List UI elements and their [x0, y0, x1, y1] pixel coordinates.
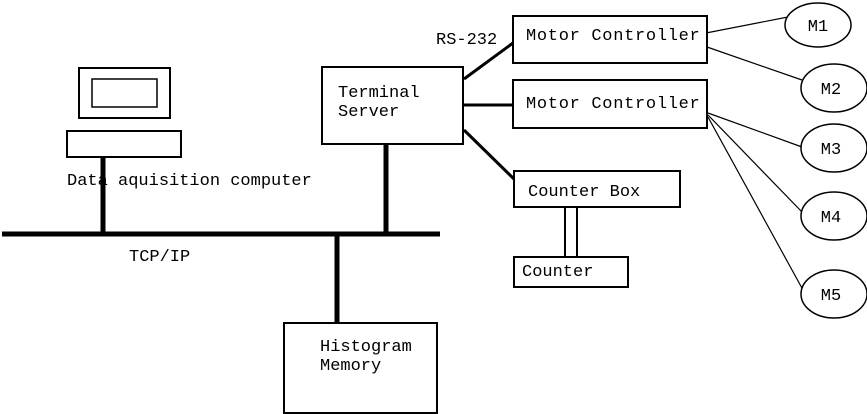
terminal-server-label-line1: Terminal — [338, 84, 420, 103]
motor-m5-label: M5 — [821, 287, 841, 306]
link-motor-controller-1-m2 — [706, 46, 803, 81]
counter-label: Counter — [522, 263, 593, 282]
link-motor-controller-2-m3 — [707, 112, 803, 148]
terminal-server-box — [321, 66, 464, 145]
link-terminal-server-counter-box — [462, 128, 518, 183]
link-motor-controller-2-m5 — [707, 116, 804, 291]
counter-box-box — [513, 170, 681, 208]
computer-icon — [66, 67, 182, 158]
motor-m3-label: M3 — [821, 141, 841, 160]
link-terminal-server-motor-controller-1 — [463, 41, 514, 81]
counter-box-label: Counter Box — [528, 183, 640, 202]
motor-m2-ellipse — [800, 63, 867, 113]
terminal-server-label-line2: Server — [338, 103, 399, 122]
motor-m5-ellipse — [800, 269, 867, 319]
histogram-memory-label-line1: Histogram — [320, 338, 412, 357]
motor-controller-2-label: Motor Controller — [526, 95, 700, 114]
motor-m4-label: M4 — [821, 209, 841, 228]
motor-controller-2-box — [512, 79, 708, 129]
motor-m2-label: M2 — [821, 81, 841, 100]
rs232-label: RS-232 — [436, 31, 497, 50]
motor-controller-1-label: Motor Controller — [526, 27, 700, 46]
monitor-screen-icon — [91, 78, 158, 108]
histogram-memory-label-line2: Memory — [320, 357, 381, 376]
motor-controller-1-box — [512, 15, 708, 64]
tcpip-label: TCP/IP — [129, 248, 190, 267]
counter-box-node — [513, 256, 629, 288]
motor-m4-ellipse — [800, 191, 867, 241]
keyboard-icon — [66, 130, 182, 158]
computer-label: Data aquisition computer — [67, 172, 312, 191]
link-motor-controller-2-m4 — [707, 114, 803, 213]
motor-m3-ellipse — [800, 123, 867, 173]
motor-m1-ellipse — [784, 2, 852, 48]
histogram-memory-box — [283, 322, 438, 414]
motor-m1-label: M1 — [808, 18, 828, 37]
link-motor-controller-1-m1 — [705, 16, 789, 34]
